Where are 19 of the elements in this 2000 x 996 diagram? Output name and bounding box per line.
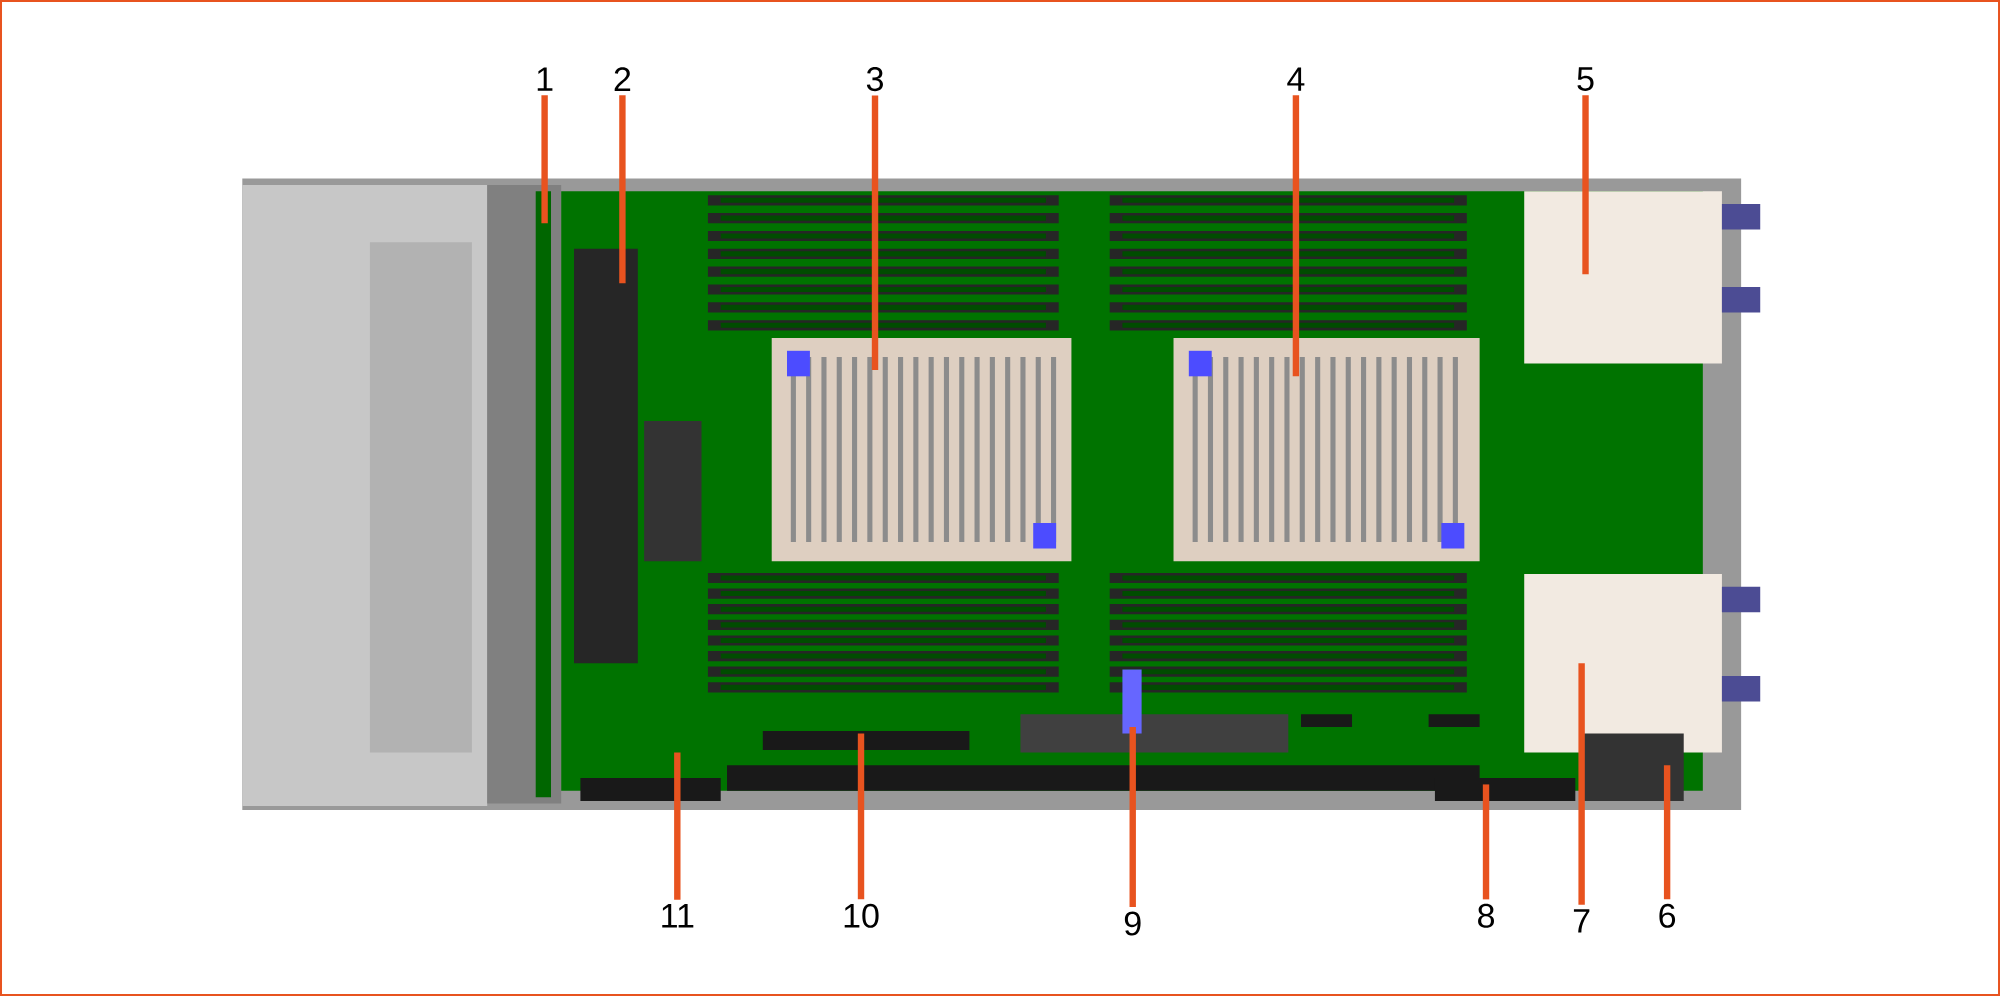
callout-number: 9 <box>1124 911 1141 936</box>
leader-line <box>619 95 626 284</box>
leader-line <box>1582 95 1589 275</box>
leader-line <box>1663 765 1671 900</box>
callout-number: 3 <box>866 67 883 92</box>
callout-number: 10 <box>844 903 879 928</box>
leader-line <box>1482 784 1490 900</box>
callout-number: 4 <box>1287 67 1305 91</box>
callout-number: 2 <box>614 67 631 91</box>
leader-line <box>674 752 681 900</box>
callout-number: 8 <box>1478 903 1494 928</box>
callout-number: 6 <box>1659 903 1676 928</box>
callout-number: 5 <box>1577 67 1594 91</box>
leader-line <box>541 95 548 224</box>
leader-line <box>1292 95 1300 377</box>
callout-number: 1 <box>537 67 553 91</box>
leader-line <box>857 733 865 900</box>
callout-number: 11 <box>662 904 694 928</box>
callout-number: 7 <box>1573 909 1590 933</box>
